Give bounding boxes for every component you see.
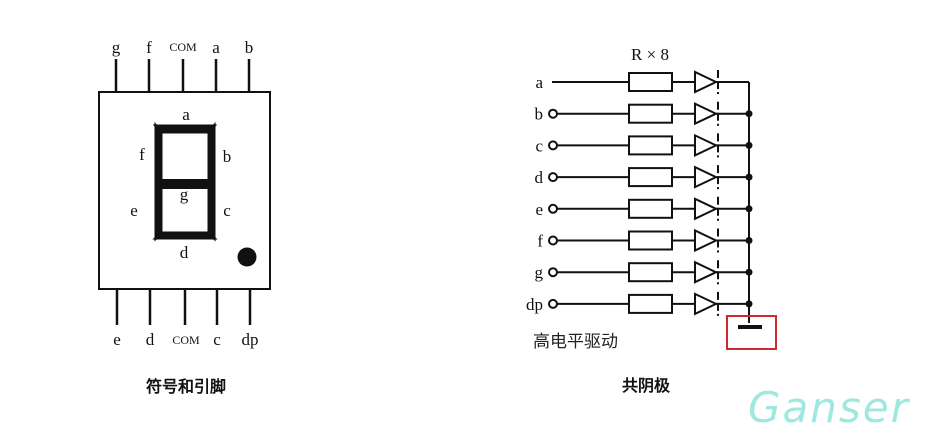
segment-label-a: a bbox=[182, 105, 190, 124]
led-diode bbox=[694, 70, 719, 94]
pin-label: COM bbox=[172, 333, 200, 347]
resistor bbox=[628, 167, 673, 188]
segment-label-f: f bbox=[139, 145, 145, 164]
decimal-point-dot bbox=[237, 247, 257, 267]
resistor bbox=[628, 293, 673, 314]
pin-label: a bbox=[212, 38, 220, 57]
resistor bbox=[628, 72, 673, 92]
resistor bbox=[628, 230, 673, 251]
right-caption: 共阴极 bbox=[622, 376, 671, 395]
segment-b bbox=[207, 121, 216, 186]
led-diode bbox=[694, 133, 719, 157]
segment-g bbox=[156, 179, 214, 189]
input-terminal bbox=[548, 267, 558, 278]
input-terminal bbox=[548, 203, 558, 214]
input-terminal bbox=[548, 140, 558, 151]
segment-a bbox=[152, 124, 218, 134]
segment-label-g: g bbox=[180, 185, 189, 204]
bottom-pins: e d COM c dp bbox=[113, 289, 259, 349]
pin-label: e bbox=[113, 330, 121, 349]
led-diode bbox=[694, 197, 719, 221]
input-label: b bbox=[535, 105, 544, 124]
led-diode bbox=[694, 102, 719, 126]
pin-label: b bbox=[245, 38, 254, 57]
input-label: f bbox=[537, 232, 543, 251]
segment-c bbox=[207, 181, 216, 242]
drive-label: 高电平驱动 bbox=[533, 332, 618, 352]
pin-label: g bbox=[112, 38, 121, 57]
segment-label-c: c bbox=[223, 201, 231, 220]
pin-label: dp bbox=[242, 330, 259, 349]
led-diode bbox=[694, 228, 719, 253]
pin-label: d bbox=[146, 330, 155, 349]
ground-symbol bbox=[738, 325, 762, 329]
segment-label-b: b bbox=[223, 147, 232, 166]
input-terminal bbox=[548, 298, 558, 309]
led-diode bbox=[694, 292, 719, 316]
resistor bbox=[628, 135, 673, 156]
input-label: dp bbox=[526, 295, 543, 314]
segment-d bbox=[152, 231, 218, 240]
pin-label: c bbox=[213, 330, 221, 349]
segment-label-e: e bbox=[130, 201, 138, 220]
input-label: a bbox=[535, 73, 543, 92]
resistor bbox=[628, 198, 673, 219]
top-pins: g f COM a b bbox=[112, 38, 254, 92]
input-terminal bbox=[548, 108, 558, 119]
segment-display bbox=[152, 121, 218, 242]
segment-label-d: d bbox=[180, 243, 189, 262]
resistor bbox=[628, 262, 673, 283]
input-terminal bbox=[548, 172, 558, 183]
led-diode bbox=[694, 260, 719, 284]
input-label: g bbox=[535, 263, 544, 282]
input-terminal bbox=[548, 235, 558, 246]
watermark: Ganser bbox=[748, 383, 911, 432]
input-label: c bbox=[535, 136, 543, 155]
segment-e bbox=[154, 181, 163, 242]
resistor bbox=[628, 103, 673, 124]
ground-highlight-box bbox=[726, 315, 777, 350]
segment-f bbox=[154, 121, 163, 186]
led-diode bbox=[694, 165, 719, 189]
pin-label: COM bbox=[169, 40, 197, 54]
input-label: d bbox=[535, 168, 544, 187]
input-label: e bbox=[535, 200, 543, 219]
pin-label: f bbox=[146, 38, 152, 57]
seven-segment-symbol: g f COM a b e d COM c dp bbox=[98, 38, 271, 396]
resistor-label: R × 8 bbox=[631, 45, 669, 64]
left-caption: 符号和引脚 bbox=[146, 377, 226, 396]
